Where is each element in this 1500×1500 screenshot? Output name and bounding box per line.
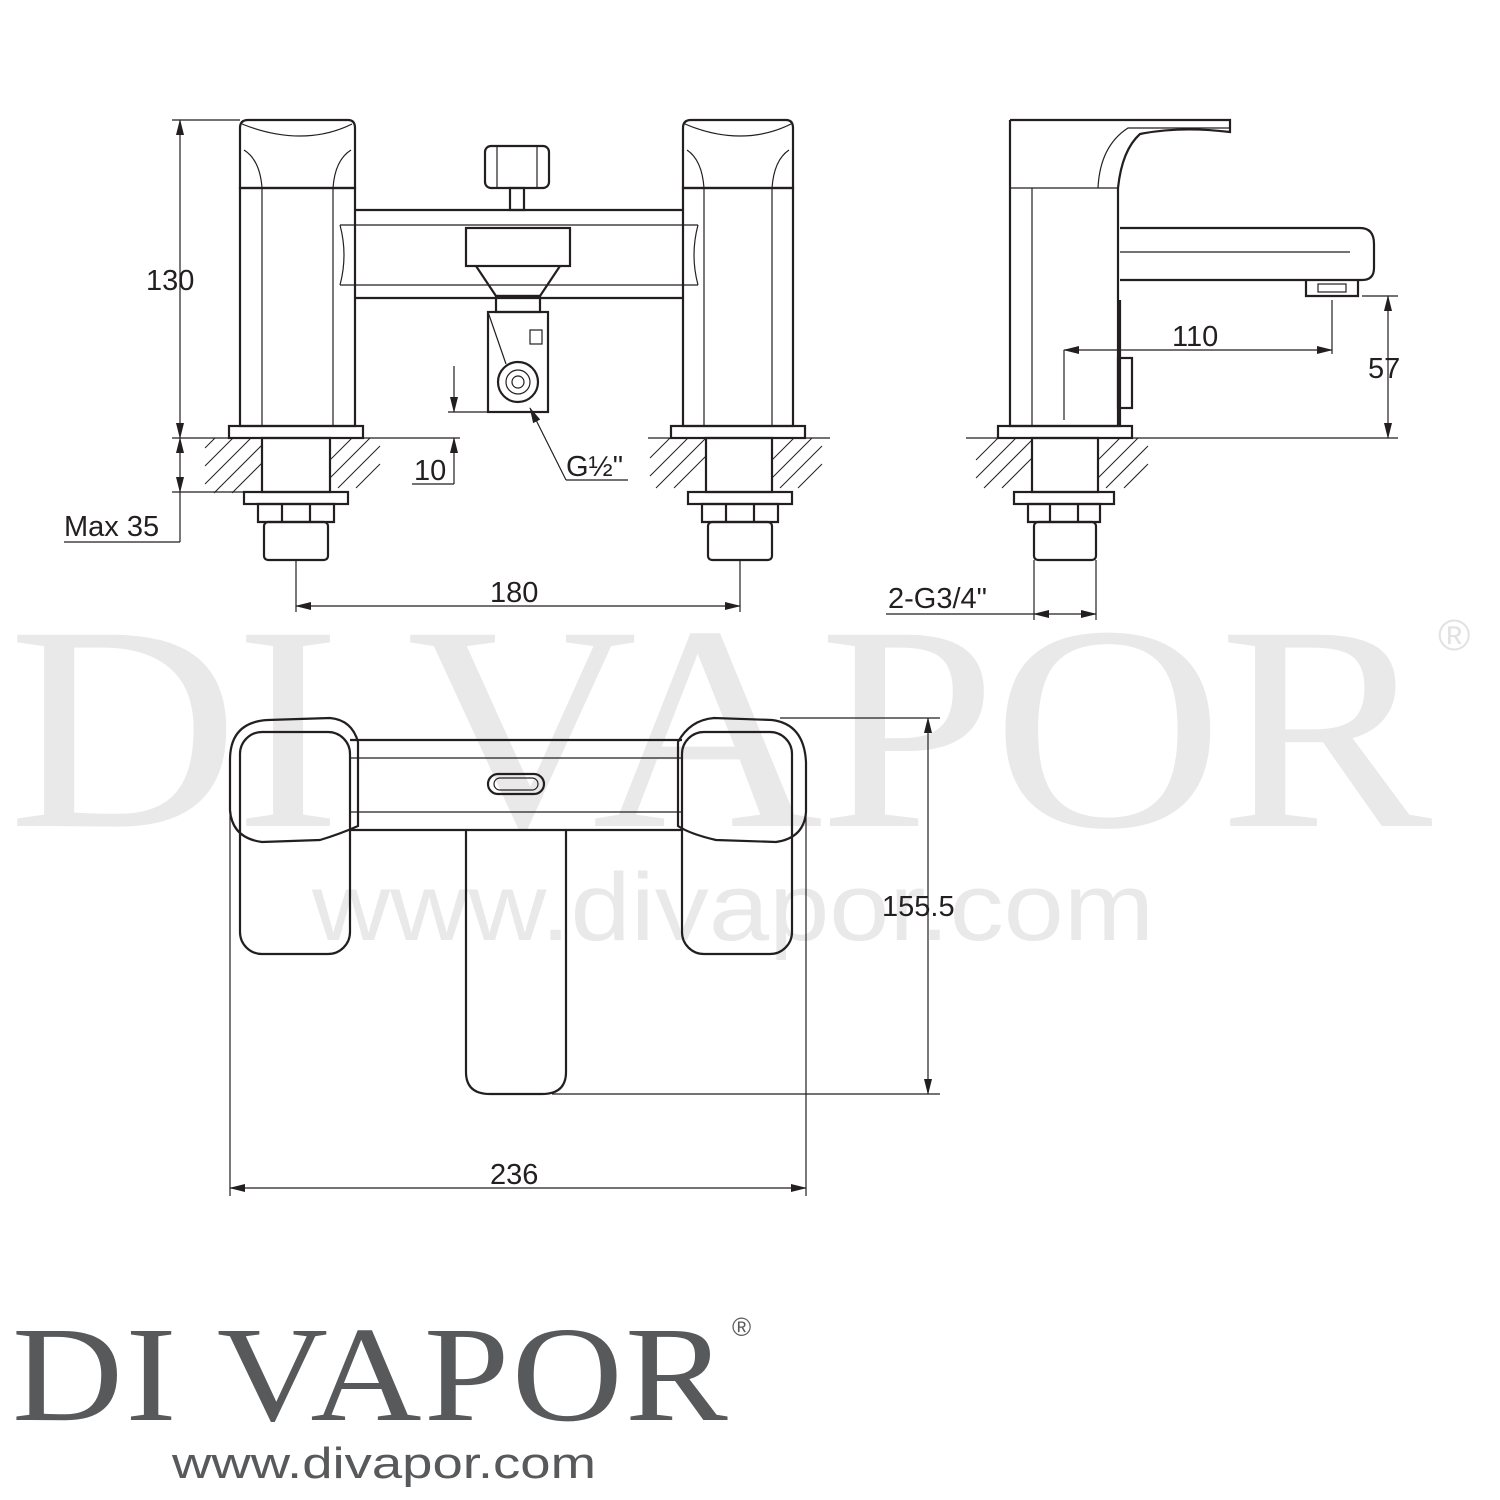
plan-left-handle (228, 716, 360, 956)
dimension-centres: 180 (295, 560, 741, 612)
dimension-width: 236 (229, 800, 807, 1196)
dimension-outlet-offset: 10 (412, 366, 490, 487)
dimension-label-130: 130 (146, 265, 194, 297)
dimension-label-g3-4: 2-G3/4" (888, 583, 987, 615)
front-right-deck-hatching (649, 436, 823, 562)
side-elevation-view: 110 57 2-G3/4" (886, 118, 1400, 620)
plan-bridge (350, 738, 682, 832)
dimension-spout-projection: 110 (1063, 300, 1333, 420)
shower-outlet (464, 226, 572, 414)
dimension-label-236: 236 (490, 1159, 538, 1191)
watermark-registered-mark: ® (1438, 611, 1470, 660)
watermark: DI VAPOR ® www.divapor.com (8, 567, 1470, 961)
watermark-brand: DI VAPOR (8, 567, 1434, 890)
front-right-valve (669, 118, 807, 440)
front-left-valve (227, 118, 365, 440)
logo-brand-text: DI VAPOR (12, 1300, 730, 1450)
dimension-spout-clearance: 57 (1362, 295, 1400, 439)
dimension-inlet-thread: 2-G3/4" (886, 560, 1097, 620)
plan-view: 155.5 236 (228, 716, 955, 1196)
dimension-label-155-5: 155.5 (882, 891, 955, 923)
brand-logo: DI VAPOR ® www.divapor.com (12, 1300, 751, 1488)
dimension-depth: 155.5 (552, 717, 955, 1095)
dimension-label-110: 110 (1172, 321, 1218, 353)
front-bridge (339, 208, 699, 300)
dimension-label-g-half: G½" (566, 451, 623, 483)
logo-url-text: www.divapor.com (171, 1439, 596, 1488)
dimension-shower-thread: G½" (529, 407, 628, 483)
dimension-label-57: 57 (1368, 353, 1400, 385)
dimension-label-10: 10 (414, 455, 446, 487)
diverter-knob (483, 144, 551, 212)
dimension-label-180: 180 (490, 577, 538, 609)
plan-right-handle (676, 716, 808, 956)
logo-registered-mark: ® (732, 1312, 751, 1342)
front-left-deck-hatching (204, 436, 381, 562)
watermark-url: www.divapor.com (311, 854, 1154, 961)
dimension-deck-max: Max 35 (64, 437, 244, 543)
front-elevation-view: 130 Max 35 10 G½" 180 (64, 118, 830, 612)
dimension-label-max-35: Max 35 (64, 511, 159, 543)
dimension-height-total: 130 (146, 119, 240, 439)
plan-spout (464, 830, 568, 1096)
